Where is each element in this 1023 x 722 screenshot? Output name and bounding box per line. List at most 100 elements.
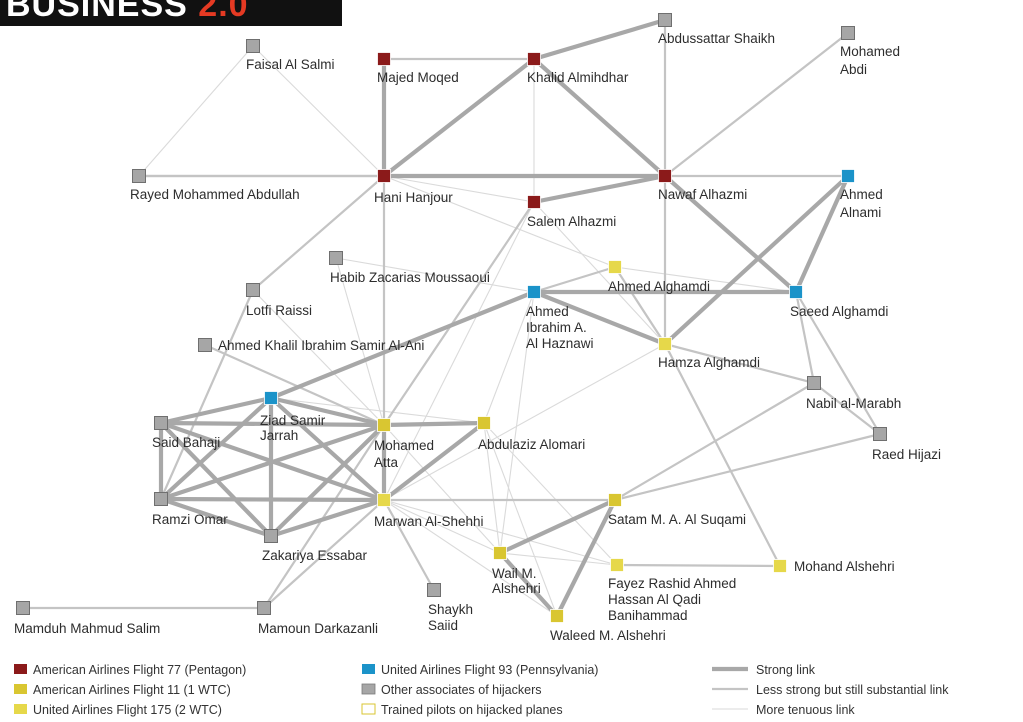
- label-nabil: Nabil al-Marabh: [806, 396, 901, 411]
- node-zakariya: [264, 529, 278, 543]
- link-haznawi-hamza: [531, 289, 668, 347]
- link-hani-lotfi: [251, 174, 386, 292]
- link-ziad-haznawi: [268, 289, 537, 401]
- node-rayed: [132, 169, 146, 183]
- node-majed: [377, 52, 391, 66]
- link-hamza-marwan: [383, 343, 666, 501]
- label-lotfi: Lotfi Raissi: [246, 303, 312, 318]
- link-wail-waleed: [497, 550, 560, 619]
- legend-label-tenuous: More tenuous link: [756, 703, 855, 717]
- link-omari-waleed: [483, 422, 558, 617]
- node-faisal: [246, 39, 260, 53]
- label-habib: Habib Zacarias Moussaoui: [330, 270, 490, 285]
- node-haznawi: [527, 285, 541, 299]
- label-mamduh: Mamduh Mahmud Salim: [14, 621, 160, 636]
- node-hijazi: [873, 427, 887, 441]
- node-waleed: [550, 609, 564, 623]
- link-hamza-mohand: [663, 342, 782, 568]
- link-khalid-abdussattar: [531, 17, 668, 62]
- node-abdussattar: [658, 13, 672, 27]
- label-khalil: Ahmed Khalil Ibrahim Samir Al-Ani: [218, 338, 424, 353]
- link-zakariya-marwan: [268, 497, 387, 539]
- link-faisal-rayed: [138, 45, 254, 177]
- link-anami-hamza: [662, 173, 851, 347]
- link-salem-marwan: [383, 201, 535, 501]
- legend-label-flight175: United Airlines Flight 175 (2 WTC): [33, 703, 222, 717]
- link-mamoun-atta: [262, 423, 386, 610]
- legend-label-substantial: Less strong but still substantial link: [756, 683, 949, 697]
- label-waleed: Waleed M. Alshehri: [550, 628, 666, 643]
- link-hani-salem: [383, 175, 535, 203]
- link-wail-suqami: [497, 497, 618, 556]
- label-omari: Abdulaziz Alomari: [478, 437, 585, 452]
- label-ramzi: Ramzi Omar: [152, 512, 228, 527]
- link-salem-hamza: [533, 201, 666, 345]
- link-marwan-omari: [381, 420, 487, 503]
- legend-label-pilot: Trained pilots on hijacked planes: [381, 703, 563, 717]
- link-salem-atta: [382, 200, 536, 427]
- link-lotfi-atta: [252, 289, 385, 426]
- legend-label-flight11: American Airlines Flight 11 (1 WTC): [33, 683, 231, 697]
- link-ziad-atta: [268, 395, 387, 428]
- label-abdussattar: Abdussattar Shaikh: [658, 31, 775, 46]
- link-nawaf-mabdi: [663, 31, 850, 178]
- link-hani-aghamdi: [383, 175, 616, 268]
- brand-accent: 2.0: [198, 0, 249, 24]
- label-mamoun: Mamoun Darkazanli: [258, 621, 378, 636]
- node-layer: [16, 13, 887, 623]
- link-suqami-waleed: [554, 497, 618, 619]
- legend-label-associate: Other associates of hijackers: [381, 683, 542, 697]
- label-said: Said Bahaji: [152, 435, 220, 450]
- link-ziad-omari: [270, 397, 485, 424]
- node-nabil: [807, 376, 821, 390]
- node-anami: [841, 169, 855, 183]
- legend-swatch-associate: [361, 683, 376, 695]
- link-hamza-nabil: [663, 342, 816, 385]
- node-lotfi: [246, 283, 260, 297]
- link-faisal-hani: [252, 45, 385, 177]
- node-salem: [527, 195, 541, 209]
- link-ramzi-atta: [158, 422, 387, 502]
- link-marwan-wail: [383, 499, 501, 554]
- link-ramzi-zakariya: [158, 496, 274, 539]
- link-khalil-atta: [203, 343, 386, 427]
- link-aghamdi-saeed: [614, 266, 797, 293]
- node-atta: [377, 418, 391, 432]
- link-hani-khalid: [381, 56, 537, 179]
- legend-label-strong: Strong link: [756, 663, 816, 677]
- link-habib-haznawi: [335, 257, 535, 293]
- link-nawaf-salem: [531, 173, 668, 205]
- link-zakariya-atta: [268, 422, 387, 539]
- link-wail-fayez: [499, 552, 618, 566]
- label-aghamdi: Ahmed Alghamdi: [608, 279, 710, 294]
- label-salem: Salem Alhazmi: [527, 214, 616, 229]
- link-habib-atta: [335, 257, 385, 426]
- node-mabdi: [841, 26, 855, 40]
- legend: American Airlines Flight 77 (Pentagon) A…: [14, 663, 949, 717]
- node-omari: [477, 416, 491, 430]
- link-ziad-marwan: [268, 395, 387, 503]
- legend-swatch-flight175: [14, 704, 27, 714]
- link-said-atta: [158, 420, 387, 428]
- legend-label-flight93: United Airlines Flight 93 (Pennsylvania): [381, 663, 598, 677]
- node-habib: [329, 251, 343, 265]
- node-hani: [377, 169, 391, 183]
- link-marwan-fayez: [383, 499, 618, 566]
- label-rayed: Rayed Mohammed Abdullah: [130, 187, 300, 202]
- link-suqami-hijazi: [613, 432, 882, 502]
- node-ziad: [264, 391, 278, 405]
- legend-swatch-flight11: [14, 684, 27, 694]
- node-ramzi: [154, 492, 168, 506]
- node-shaykh: [427, 583, 441, 597]
- node-hamza: [658, 337, 672, 351]
- link-nawaf-saeed: [662, 173, 799, 295]
- legend-swatch-flight77: [14, 664, 27, 674]
- legend-swatch-pilot: [361, 703, 376, 715]
- link-anami-saeed: [793, 173, 851, 295]
